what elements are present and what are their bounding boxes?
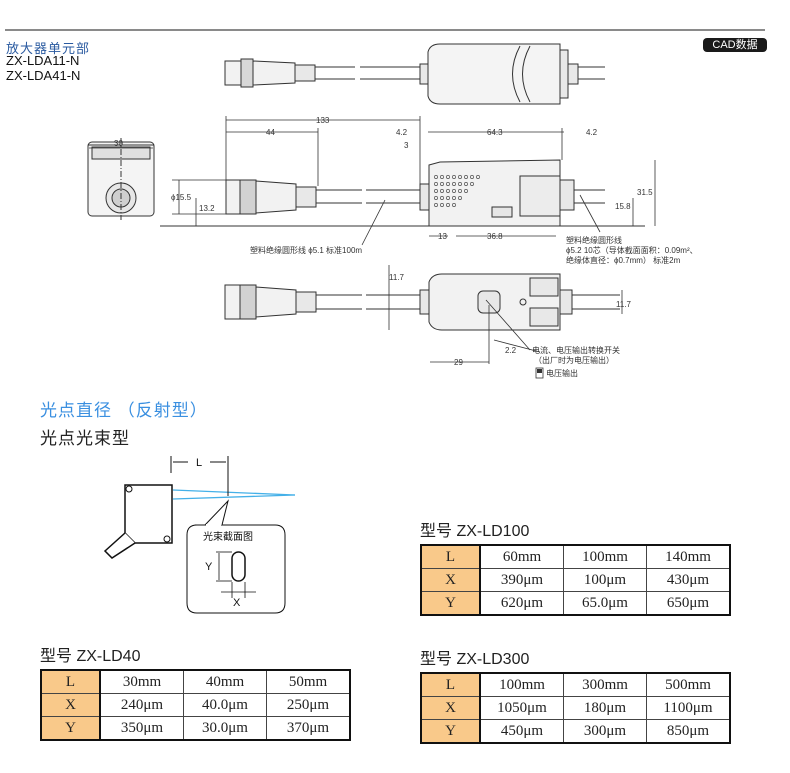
X-label: X xyxy=(233,597,241,609)
cable-note-right-2: ϕ5.2 10芯（导体截面面积：0.09m²、 xyxy=(566,245,698,255)
top-view-drawing xyxy=(224,43,605,105)
dim-2-2: 2.2 xyxy=(505,346,517,355)
bottom-view-drawing xyxy=(224,273,620,331)
cable-note-left: 塑料绝缘圆形线 ϕ5.1 标准100m xyxy=(250,245,362,255)
dimension-drawing: 30 133 44 4.2 3 64.3 4.2 ϕ15.5 13.2 31.5… xyxy=(87,43,698,379)
switch-note-1: 电流、电压输出转换开关 xyxy=(532,345,620,355)
model-name-1: ZX-LDA11-N xyxy=(6,53,80,68)
callout-title: 光束截面图 xyxy=(203,530,253,543)
dim-11-7-right: 11.7 xyxy=(616,300,632,309)
dim-15-8: 15.8 xyxy=(615,202,631,211)
sensor-cable xyxy=(103,532,136,559)
dim-13: 13 xyxy=(438,232,447,241)
dim-3: 3 xyxy=(404,141,409,150)
top-divider xyxy=(5,29,765,31)
table-title-ld40: 型号 ZX-LD40 xyxy=(40,648,141,665)
beam-diagram: L 光束截面图 Y X xyxy=(103,456,295,614)
dim-11-7-left: 11.7 xyxy=(389,273,405,282)
cable-note-right-1: 塑料绝缘圆形线 xyxy=(566,235,622,245)
dim-64-3: 64.3 xyxy=(487,128,503,137)
voltage-output-note: 电压输出 xyxy=(546,368,578,378)
dim-4-2-left: 4.2 xyxy=(396,128,408,137)
cable-note-right-3: 绝缘体直径：ϕ0.7mm） 标准2m xyxy=(566,255,681,265)
dim-36-8: 36.8 xyxy=(487,232,503,241)
beam-section-callout: 光束截面图 Y X xyxy=(186,499,286,614)
dim-133: 133 xyxy=(316,116,330,125)
light-beam xyxy=(172,489,295,500)
dim-phi-15-5: ϕ15.5 xyxy=(171,193,192,202)
table-title-ld300: 型号 ZX-LD300 xyxy=(420,651,530,668)
dim-4-2-right: 4.2 xyxy=(586,128,598,137)
spot-subtitle: 光点光束型 xyxy=(40,429,130,448)
vent-holes xyxy=(434,175,480,207)
dim-31-5: 31.5 xyxy=(637,188,653,197)
side-view-drawing xyxy=(160,159,645,227)
sensor-body xyxy=(124,484,173,544)
dim-44: 44 xyxy=(266,128,275,137)
section-label: 放大器单元部 xyxy=(6,41,91,56)
spot-shape xyxy=(231,551,246,582)
cad-data-button[interactable]: CAD数据 xyxy=(703,38,767,52)
end-view-drawing xyxy=(87,138,155,220)
switch-symbol-icon xyxy=(535,367,544,379)
L-label: L xyxy=(196,457,202,469)
dim-13-2: 13.2 xyxy=(199,204,215,213)
switch-note-2: （出厂时为电压输出） xyxy=(534,355,614,365)
table-title-ld100: 型号 ZX-LD100 xyxy=(420,523,530,540)
leader-lines xyxy=(361,194,601,351)
spot-section-title: 光点直径 （反射型） xyxy=(40,401,208,420)
dim-29: 29 xyxy=(454,358,463,367)
dimension-lines xyxy=(89,116,656,364)
Y-label: Y xyxy=(205,561,213,573)
model-name-2: ZX-LDA41-N xyxy=(6,68,81,83)
dim-30: 30 xyxy=(114,139,123,148)
